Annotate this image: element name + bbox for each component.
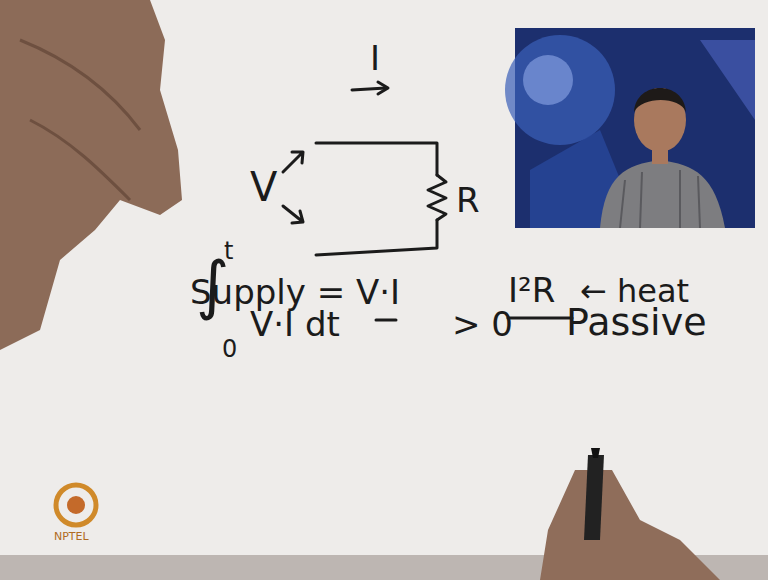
shirt-stripes	[620, 170, 700, 228]
equation: I²R	[508, 272, 555, 309]
current-arrow-head	[378, 82, 388, 94]
wire	[316, 220, 437, 255]
backdrop-shape	[700, 40, 755, 120]
wire	[316, 143, 437, 175]
logo-text: NPTEL	[54, 531, 89, 543]
resistor-symbol	[428, 175, 446, 220]
person-head	[634, 88, 686, 152]
voltage-arrow	[283, 206, 303, 223]
voltage-label: V	[250, 165, 277, 209]
person-neck	[652, 148, 668, 164]
current-label: I	[370, 40, 380, 77]
resistor-label: R	[456, 182, 480, 219]
hand-shading	[20, 40, 140, 200]
inequality: > 0	[452, 306, 513, 343]
logo-ring	[56, 485, 96, 525]
person-hair	[634, 88, 686, 112]
backdrop-shape	[523, 55, 573, 105]
person-shirt	[600, 160, 725, 228]
logo-center	[67, 496, 85, 514]
voltage-arrow	[283, 152, 303, 172]
underline	[508, 317, 572, 320]
hand	[0, 0, 182, 350]
integrand: V·I dt	[250, 306, 340, 343]
integral-sign: ∫	[196, 250, 229, 320]
backdrop-shape	[505, 35, 615, 145]
current-arrow	[352, 88, 386, 90]
hand	[540, 470, 720, 580]
marker-pen	[584, 455, 604, 540]
lower-limit: 0	[222, 336, 237, 362]
underline	[376, 319, 396, 322]
marker-tip	[591, 448, 600, 458]
term-label: Passive	[566, 302, 707, 344]
